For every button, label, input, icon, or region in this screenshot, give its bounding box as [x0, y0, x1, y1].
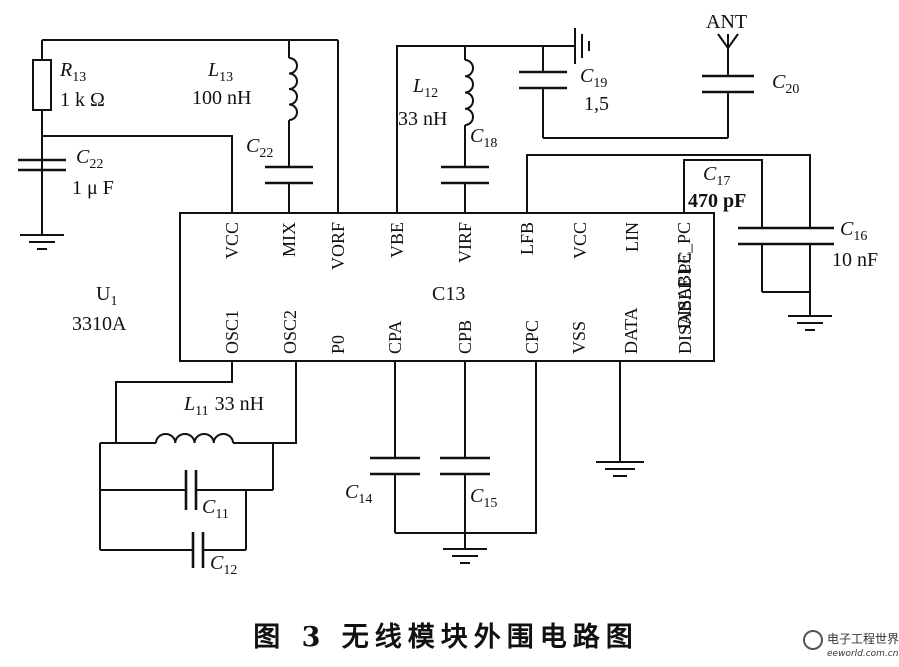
ground-symbol-cpb [443, 548, 487, 564]
inductor-l12 [464, 59, 474, 126]
wires [41, 39, 811, 316]
wires-bottom [99, 361, 621, 551]
c15-label: C15 [470, 485, 497, 511]
pin-top-vcc-2: VCC [570, 222, 590, 259]
pin-top-vbe: VBE [387, 222, 407, 258]
pin-top-lfb: LFB [517, 222, 537, 255]
c11-label: C11 [202, 496, 229, 522]
watermark: 电子工程世界 eeworld.com.cn [803, 630, 899, 659]
c19-label: C19 [580, 65, 607, 91]
pin-bottom-cpb: CPB [455, 320, 475, 354]
c19-value: 1,5 [584, 93, 609, 115]
antenna-symbol [717, 33, 739, 52]
c12-label: C12 [210, 552, 237, 578]
pin-top-mix: MIX [279, 222, 299, 257]
pin-top-vcc-1: VCC [222, 222, 242, 259]
pin-bottom-data: DATA [621, 307, 641, 354]
antenna-label: ANT [706, 11, 747, 33]
inductor-l13 [288, 57, 298, 121]
c22-mix-label: C22 [246, 135, 273, 161]
capacitor-c16 [786, 226, 834, 246]
ground-symbol-right [788, 315, 832, 331]
watermark-name: 电子工程世界 [827, 631, 899, 646]
capacitor-c14 [370, 456, 420, 476]
pin-bottom-cpa: CPA [385, 321, 405, 354]
watermark-logo-icon [803, 630, 823, 650]
capacitor-c17 [738, 226, 786, 246]
capacitor-c12 [191, 532, 205, 568]
chip-center-label: C13 [432, 283, 465, 305]
pin-top-vorf: VORF [328, 222, 348, 270]
r13-label: R13 [59, 59, 86, 85]
c22-left-label: C22 [76, 146, 103, 172]
pins-top: VCC MIX VORF VBE VIRF LFB VCC LIN DISABL… [222, 222, 694, 329]
c20-label: C20 [772, 71, 799, 97]
capacitor-c22-mix [265, 165, 313, 185]
capacitor-c11 [184, 470, 198, 510]
ground-symbol-data [596, 461, 644, 477]
l12-value: 33 nH [398, 108, 447, 130]
pin-top-virf: VIRF [455, 222, 475, 263]
figure-caption: 图 3 无线模块外围电路图 [253, 621, 639, 653]
capacitor-c19 [519, 70, 567, 90]
c14-label: C14 [345, 481, 372, 507]
pin-bottom-p0: P0 [328, 335, 348, 354]
inductor-l11 [155, 432, 234, 444]
c16-value: 10 nF [832, 249, 878, 271]
c22-left-value: 1 μ F [72, 177, 114, 199]
capacitor-c15 [440, 456, 490, 476]
capacitor-c20 [702, 74, 754, 94]
pin-bottom-vss: VSS [569, 321, 589, 354]
resistor-r13 [32, 59, 52, 111]
capacitor-c22-left [18, 158, 66, 172]
l13-value: 100 nH [192, 87, 251, 109]
c17-value: 470 pF [688, 190, 746, 212]
capacitor-c18 [441, 165, 489, 185]
pin-bottom-disable-pc: DISABLE PC [675, 251, 695, 354]
pin-bottom-osc1: OSC1 [222, 310, 242, 354]
ground-symbol-top [574, 28, 590, 64]
pins-bottom: OSC1 OSC2 P0 CPA CPB CPC VSS DATA DISABL… [222, 251, 695, 354]
l13-label: L13 [207, 59, 233, 85]
c18-label: C18 [470, 125, 497, 151]
chip-body [179, 212, 715, 362]
pin-top-lin: LIN [622, 222, 642, 252]
chip-model: 3310A [72, 313, 127, 335]
pin-top-disable-pc: DISABLE_PC [674, 222, 694, 329]
chip-ref: U1 [96, 283, 117, 309]
pin-bottom-cpc: CPC [522, 320, 542, 354]
c17-label: C17 [703, 163, 730, 189]
pin-bottom-osc2: OSC2 [280, 310, 300, 354]
l12-label: L12 [412, 75, 438, 101]
c16-label: C16 [840, 218, 867, 244]
watermark-url: eeworld.com.cn [827, 649, 899, 659]
ground-symbol-left [20, 234, 64, 250]
r13-value: 1 k Ω [60, 89, 105, 111]
